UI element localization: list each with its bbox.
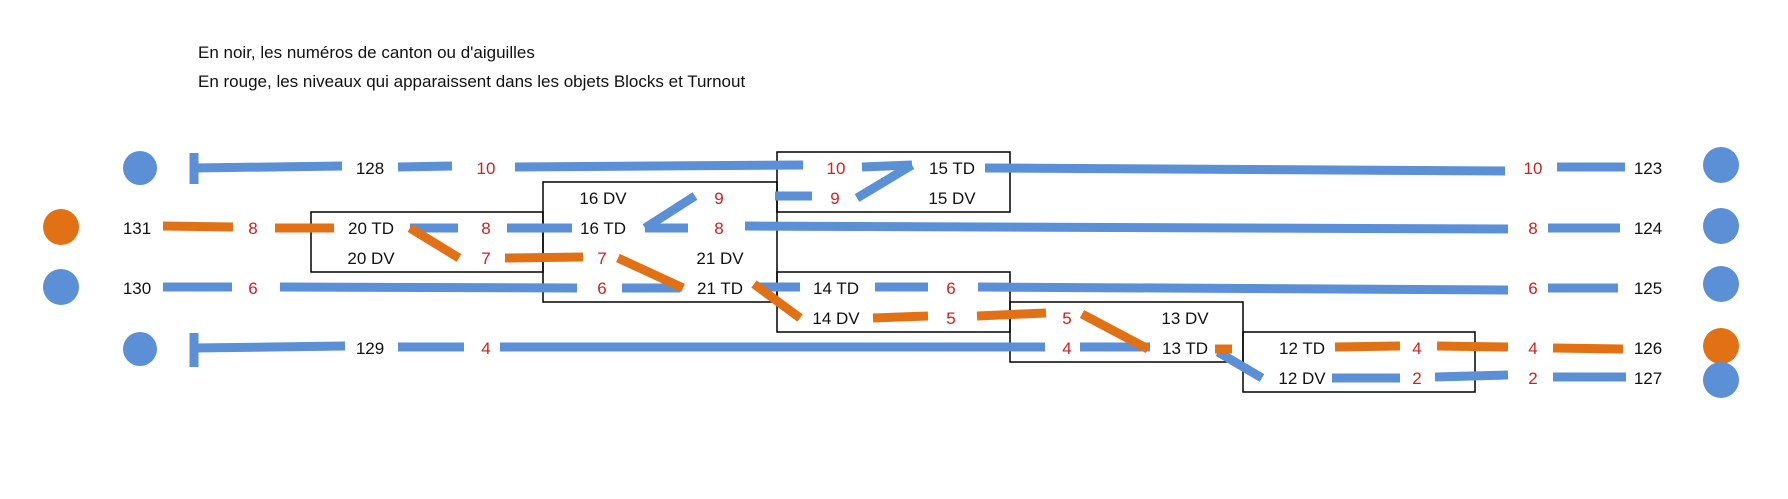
block-123: 123 [1634, 159, 1662, 178]
block-127: 127 [1634, 369, 1662, 388]
level-row3-21: 6 [597, 279, 606, 298]
block-131: 131 [123, 219, 151, 238]
turnout-13dv: 13 DV [1161, 309, 1209, 328]
endpoint-123 [1703, 147, 1739, 183]
turnout-13td: 13 TD [1162, 339, 1208, 358]
track-row4-a [193, 341, 346, 353]
turnout-20dv: 20 DV [347, 249, 395, 268]
level-7-right: 7 [597, 249, 606, 268]
turnout-16dv: 16 DV [579, 189, 627, 208]
route-5 [976, 308, 1047, 321]
legend-line-black: En noir, les numéros de canton ou d'aigu… [198, 43, 535, 62]
block-125: 125 [1634, 279, 1662, 298]
level-7-left: 7 [481, 249, 490, 268]
route-7-a [504, 252, 584, 263]
level-9-lower: 9 [830, 189, 839, 208]
level-row2-124: 8 [1528, 219, 1537, 238]
track-15-diag [854, 161, 915, 202]
track-row5-b [1434, 370, 1509, 382]
level-row1-15: 10 [827, 159, 846, 178]
block-128: 128 [356, 159, 384, 178]
level-row2-131: 8 [248, 219, 257, 238]
block-124: 124 [1634, 219, 1662, 238]
turnout-15dv: 15 DV [928, 189, 976, 208]
level-row4-12: 4 [1412, 339, 1421, 358]
endpoint-129 [123, 332, 157, 366]
blue-tracks [163, 153, 1626, 383]
level-labels: 10 10 10 9 9 8 8 8 8 7 7 6 6 6 6 5 5 4 4… [248, 159, 1542, 388]
route-126 [1552, 343, 1624, 354]
endpoint-126 [1703, 328, 1739, 364]
block-labels: 128 131 130 129 123 124 125 126 127 20 T… [123, 159, 1662, 388]
turnout-20td: 20 TD [348, 219, 394, 238]
track-row1-c [514, 160, 804, 172]
block-130: 130 [123, 279, 151, 298]
endpoints [43, 147, 1739, 398]
turnout-14dv: 14 DV [812, 309, 860, 328]
route-12td-b [1436, 341, 1509, 352]
route-12td-a [1334, 341, 1401, 352]
track-row1-e [984, 163, 1506, 176]
level-row5-12: 2 [1412, 369, 1421, 388]
level-row4-126: 4 [1528, 339, 1537, 358]
level-5-right: 5 [1062, 309, 1071, 328]
level-9-upper: 9 [714, 189, 723, 208]
track-12dv-diag [1215, 348, 1265, 382]
level-row3-14: 6 [946, 279, 955, 298]
orange-route [162, 221, 1624, 354]
level-row2-20: 8 [481, 219, 490, 238]
turnout-12td: 12 TD [1279, 339, 1325, 358]
track-row1-a [193, 161, 343, 173]
level-row2-16: 8 [714, 219, 723, 238]
level-row3-125: 6 [1528, 279, 1537, 298]
route-14dv [872, 311, 929, 323]
legend: En noir, les numéros de canton ou d'aigu… [198, 38, 745, 96]
turnout-12dv: 12 DV [1278, 369, 1326, 388]
level-row1-128: 10 [477, 159, 496, 178]
endpoint-128 [123, 151, 157, 185]
route-14-diag [751, 280, 803, 322]
box-15 [776, 151, 1011, 213]
legend-line-red: En rouge, les niveaux qui apparaissent d… [198, 72, 746, 91]
route-131-a [162, 221, 234, 232]
level-row3-130: 6 [248, 279, 257, 298]
endpoint-124 [1703, 208, 1739, 244]
level-row4-13: 4 [1062, 339, 1071, 358]
turnout-14td: 14 TD [813, 279, 859, 298]
level-5-left: 5 [946, 309, 955, 328]
endpoint-130 [43, 269, 79, 305]
box-16-21 [542, 181, 778, 303]
track-9-left [642, 192, 698, 232]
endpoint-131 [43, 209, 79, 245]
block-129: 129 [356, 339, 384, 358]
route-20-diag [407, 224, 462, 262]
track-row3-f [977, 282, 1509, 295]
track-row3-b [279, 282, 578, 293]
block-126: 126 [1634, 339, 1662, 358]
route-13-diag [1079, 310, 1151, 353]
track-row1-b [397, 161, 453, 172]
endpoint-127 [1703, 362, 1739, 398]
endpoint-125 [1703, 266, 1739, 302]
turnout-16td: 16 TD [580, 219, 626, 238]
level-row4-129: 4 [481, 339, 490, 358]
track-row2-c [744, 221, 1509, 234]
level-row5-127: 2 [1528, 369, 1537, 388]
turnout-15td: 15 TD [929, 159, 975, 178]
level-row1-123: 10 [1524, 159, 1543, 178]
turnout-21td: 21 TD [697, 279, 743, 298]
turnout-21dv: 21 DV [696, 249, 744, 268]
route-21-diag [616, 253, 685, 293]
